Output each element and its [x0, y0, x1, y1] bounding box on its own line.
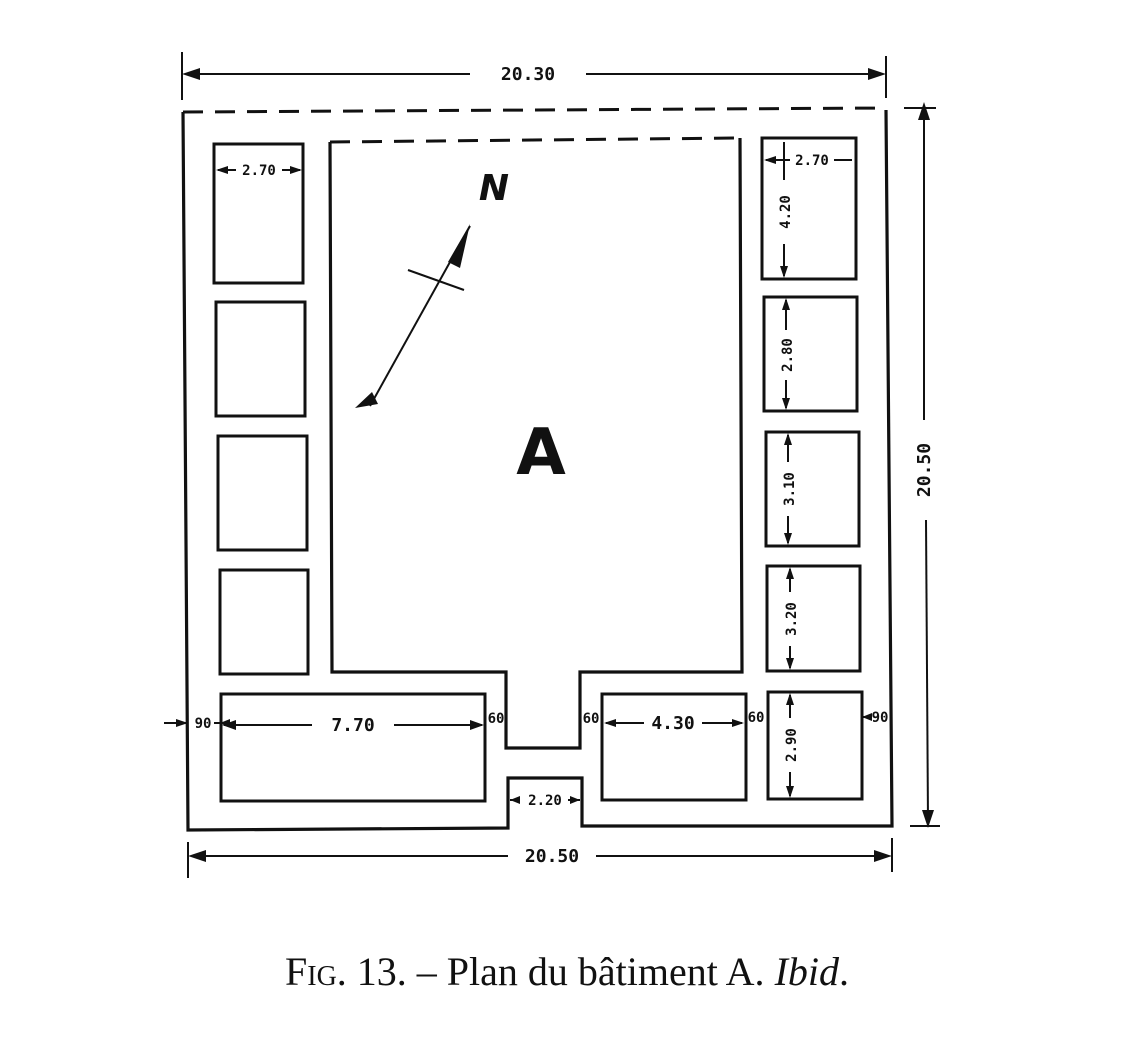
north-arrow-icon: N [355, 168, 509, 408]
right-room-3 [764, 430, 861, 548]
right-room-5 [766, 690, 864, 801]
left-room-2 [214, 300, 307, 418]
caption-number: 13. [356, 949, 407, 994]
dimension-entrance-label: 2.20 [528, 793, 562, 809]
right-room-4 [765, 564, 862, 673]
building-plan: 20.30 20.50 20.50 2.70 2.70 [164, 52, 940, 878]
dimension-wall-b: 60 [583, 711, 600, 727]
outer-wall-top-dashed [182, 106, 887, 114]
building-label: A [516, 416, 566, 490]
dimension-wall-a: 60 [488, 711, 505, 727]
dimension-right-room-label: 2.70 [795, 153, 829, 169]
dimension-top-label: 20.30 [501, 64, 555, 85]
dimension-bottom-left-room-label: 7.70 [331, 715, 374, 736]
courtyard-wall [328, 137, 744, 750]
dimension-right-room-4-label: 3.20 [784, 602, 800, 636]
figure-caption: Fig. 13. – Plan du bâtiment A. Ibid. [0, 948, 1134, 995]
dimension-wall-c-label: 60 [748, 710, 765, 726]
dimension-right-room-1-label: 4.20 [778, 195, 794, 229]
left-room-3 [216, 434, 309, 552]
dimension-right-room-1-height: 4.20 [778, 142, 794, 278]
left-room-1 [212, 142, 305, 285]
dimension-right-room-3-height: 3.10 [782, 433, 798, 545]
dimension-bottom-right-room-width: 4.30 [604, 713, 744, 734]
dimension-right-room-2-height: 2.80 [780, 298, 796, 410]
dimension-right-wall: 90 [862, 710, 888, 726]
right-room-2 [762, 295, 859, 413]
dimension-bottom-left-room-width: 7.70 [222, 715, 484, 736]
north-label: N [479, 168, 509, 209]
dimension-left-room-label: 2.70 [242, 163, 276, 179]
dimension-bottom-right-room-label: 4.30 [651, 713, 694, 734]
dimension-right-height: 20.50 [904, 102, 940, 828]
dimension-top-width: 20.30 [181, 52, 887, 100]
dimension-right-label: 20.50 [914, 443, 935, 497]
dimension-entrance-width: 2.20 [510, 793, 580, 809]
dimension-left-wall-label: 90 [195, 716, 212, 732]
dimension-left-room-width: 2.70 [216, 163, 302, 179]
dimension-right-wall-label: 90 [872, 710, 889, 726]
dimension-right-room-5-label: 2.90 [784, 728, 800, 762]
left-room-4 [218, 568, 310, 676]
caption-text: Plan du bâtiment A. [446, 949, 765, 994]
caption-fig: Fig. [285, 949, 347, 994]
dimension-bottom-label: 20.50 [525, 846, 579, 867]
dimension-right-room-4-height: 3.20 [784, 567, 800, 670]
caption-dash: – [416, 949, 437, 994]
courtyard-top-dashed [329, 136, 741, 144]
dimension-right-room-5-height: 2.90 [784, 693, 800, 798]
dimension-wall-c: 60 [748, 710, 765, 726]
bottom-left-room [219, 692, 487, 803]
bottom-right-room [600, 692, 748, 802]
caption-ibid: Ibid [774, 949, 839, 994]
dimension-left-wall: 90 [164, 716, 230, 732]
dimension-right-room-width: 2.70 [764, 153, 852, 169]
dimension-bottom-width: 20.50 [187, 838, 893, 878]
right-room-1 [760, 136, 858, 281]
dimension-right-room-3-label: 3.10 [782, 472, 798, 506]
dimension-wall-b-label: 60 [583, 711, 600, 727]
dimension-wall-a-label: 60 [488, 711, 505, 727]
caption-end: . [839, 949, 849, 994]
dimension-right-room-2-label: 2.80 [780, 338, 796, 372]
outer-wall [181, 109, 894, 832]
